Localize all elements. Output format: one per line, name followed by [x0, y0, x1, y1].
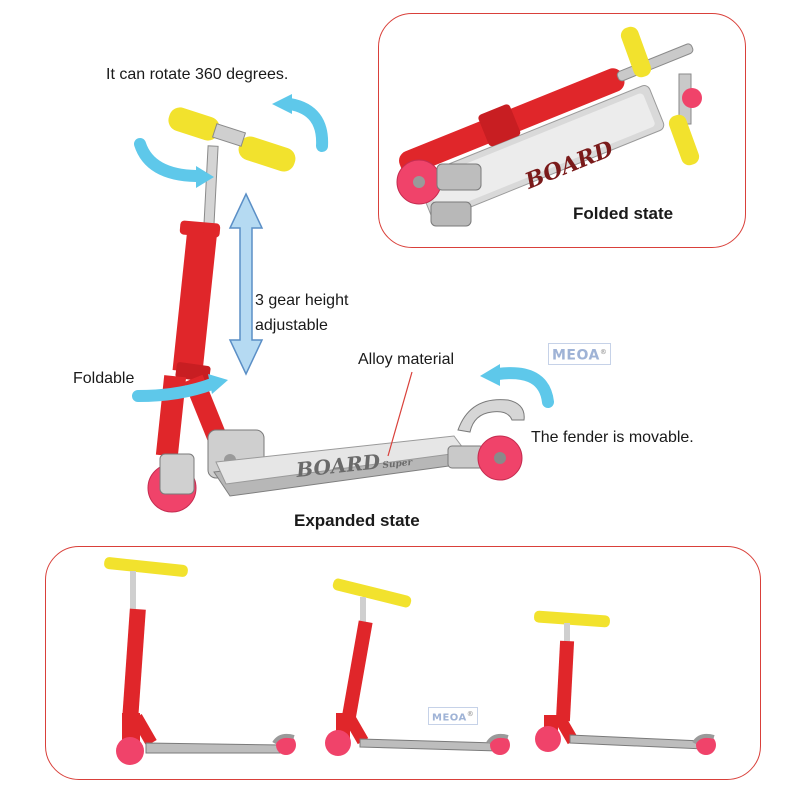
watermark-logo: MEOA®: [548, 343, 612, 365]
height-levels-panel: MEOA®: [45, 546, 761, 780]
watermark-text: MEOA: [552, 347, 600, 364]
watermark-text-bottom: MEOA: [432, 712, 467, 724]
expanded-scooter-image: [132, 94, 554, 513]
folded-state-label: Folded state: [573, 204, 674, 223]
watermark-logo-bottom: MEOA®: [428, 707, 479, 726]
expanded-scooter-scene: BOARDSuper It can rotate 360 degrees. 3 …: [73, 66, 694, 530]
registered-mark: ®: [599, 348, 608, 356]
rotate-caption: It can rotate 360 degrees.: [106, 66, 289, 83]
foldable-caption: Foldable: [73, 370, 135, 387]
scooter-mid: [325, 578, 510, 756]
registered-mark-bottom: ®: [466, 710, 475, 718]
expanded-state-label: Expanded state: [294, 511, 420, 530]
scooter-high: [104, 557, 296, 765]
deck-logo-sub: Super: [382, 457, 413, 471]
folded-state-panel: BOARD Folded state: [378, 13, 746, 248]
alloy-caption: Alloy material: [358, 351, 455, 368]
height-caption: 3 gear height adjustable: [255, 292, 349, 334]
folded-scooter-image: BOARD: [396, 26, 702, 227]
three-scooters-image: [104, 557, 716, 765]
fender-caption: The fender is movable.: [531, 429, 694, 446]
scooter-low: [534, 610, 716, 755]
